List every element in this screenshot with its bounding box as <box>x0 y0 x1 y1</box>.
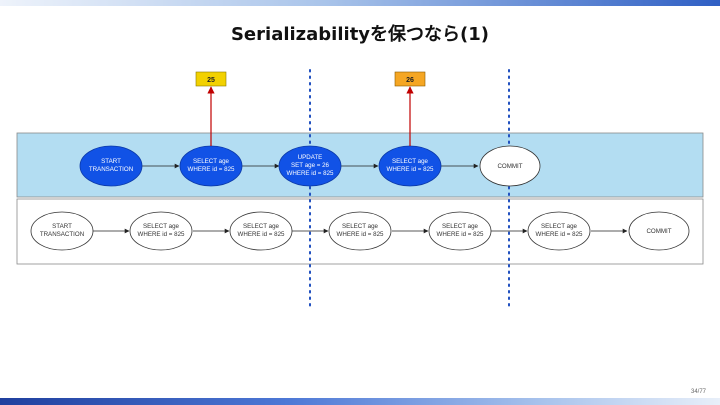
svg-text:WHERE id = 825: WHERE id = 825 <box>437 231 484 238</box>
bottom-node-select-age-2: SELECT age WHERE id = 825 <box>229 211 293 251</box>
svg-text:WHERE id = 825: WHERE id = 825 <box>536 231 583 238</box>
page-number: 34/77 <box>690 389 706 395</box>
top-node-start-transaction: START TRANSACTION <box>79 145 143 187</box>
top-node-select-age-1: SELECT age WHERE id = 825 <box>179 145 243 187</box>
svg-text:WHERE id = 825: WHERE id = 825 <box>387 166 434 173</box>
read-value-box-2: 26 <box>394 71 426 87</box>
bottom-node-start-transaction: START TRANSACTION <box>30 211 94 251</box>
bottom-accent-bar <box>0 398 720 405</box>
top-accent-bar <box>0 0 720 6</box>
svg-text:WHERE id = 825: WHERE id = 825 <box>138 231 185 238</box>
read-value-box-1: 25 <box>195 71 227 87</box>
svg-text:SELECT age: SELECT age <box>243 223 280 230</box>
svg-text:SELECT age: SELECT age <box>442 223 479 230</box>
bottom-node-select-age-3: SELECT age WHERE id = 825 <box>328 211 392 251</box>
top-node-update: UPDATE SET age = 26 WHERE id = 825 <box>278 145 342 187</box>
svg-text:WHERE id = 825: WHERE id = 825 <box>337 231 384 238</box>
svg-text:TRANSACTION: TRANSACTION <box>89 166 133 173</box>
bottom-node-select-age-4: SELECT age WHERE id = 825 <box>428 211 492 251</box>
bottom-node-select-age-1: SELECT age WHERE id = 825 <box>129 211 193 251</box>
svg-text:SELECT age: SELECT age <box>193 158 230 165</box>
svg-text:START: START <box>101 158 121 165</box>
svg-text:WHERE id = 825: WHERE id = 825 <box>238 231 285 238</box>
svg-text:25: 25 <box>207 77 215 84</box>
bottom-node-select-age-5: SELECT age WHERE id = 825 <box>527 211 591 251</box>
top-node-commit: COMMIT <box>479 145 541 187</box>
svg-text:COMMIT: COMMIT <box>497 163 522 170</box>
svg-text:SELECT age: SELECT age <box>541 223 578 230</box>
svg-text:UPDATE: UPDATE <box>298 154 323 161</box>
svg-text:SET age = 26: SET age = 26 <box>291 162 329 169</box>
top-node-select-age-2: SELECT age WHERE id = 825 <box>378 145 442 187</box>
svg-text:START: START <box>52 223 72 230</box>
svg-text:SELECT age: SELECT age <box>392 158 429 165</box>
svg-text:SELECT age: SELECT age <box>342 223 379 230</box>
svg-text:TRANSACTION: TRANSACTION <box>40 231 84 238</box>
svg-text:WHERE id = 825: WHERE id = 825 <box>188 166 235 173</box>
svg-text:26: 26 <box>406 77 414 84</box>
slide-title: Serializabilityを保つなら(1) <box>230 24 490 45</box>
svg-text:COMMIT: COMMIT <box>646 228 671 235</box>
bottom-node-commit: COMMIT <box>628 211 690 251</box>
svg-text:WHERE id = 825: WHERE id = 825 <box>287 170 334 177</box>
svg-text:SELECT age: SELECT age <box>143 223 180 230</box>
